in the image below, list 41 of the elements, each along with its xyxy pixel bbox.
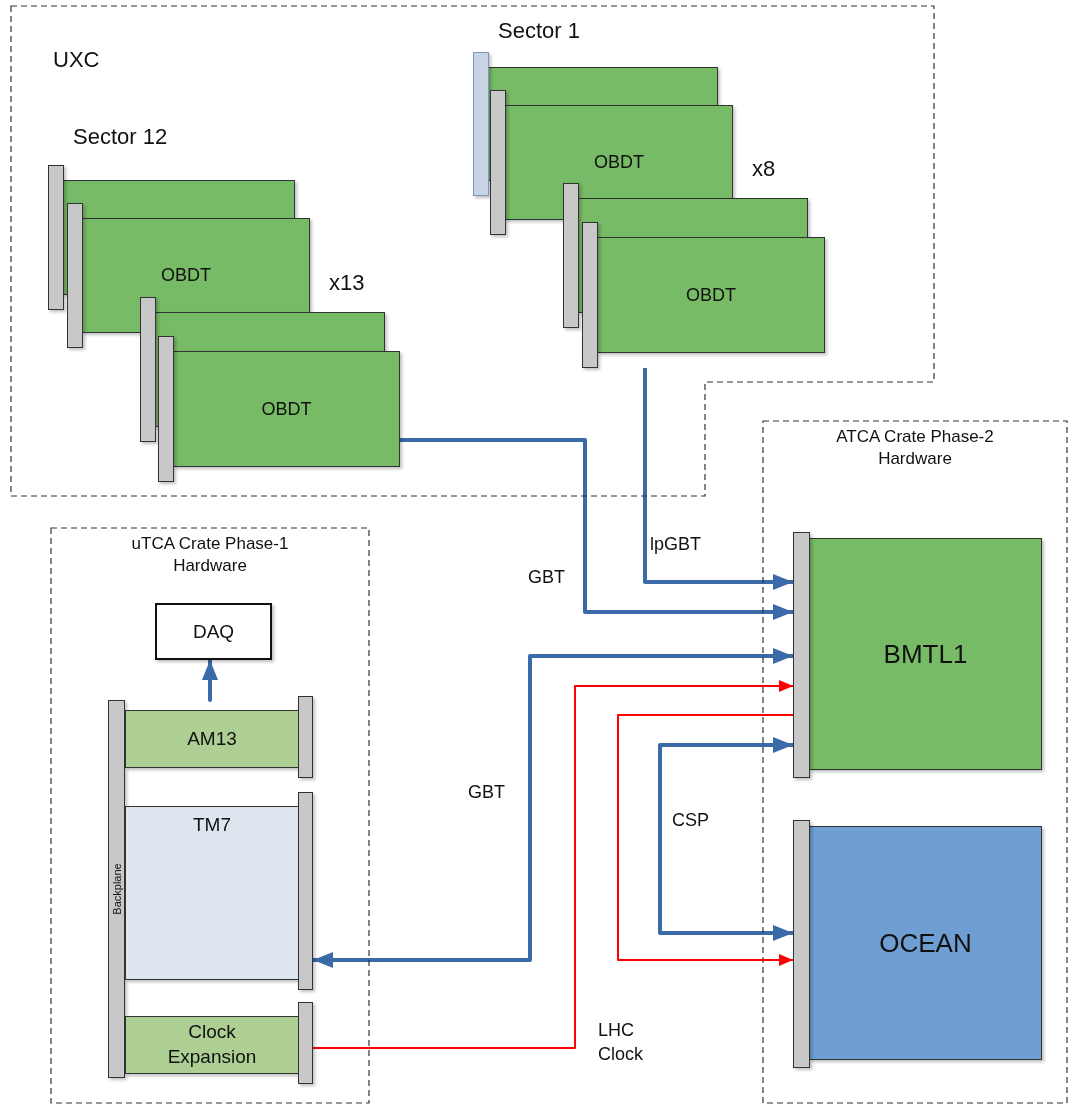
- dashed-region: [762, 420, 1068, 1104]
- circuit-board: [582, 222, 825, 368]
- edge-label: CSP: [672, 809, 710, 832]
- box-label: DAQ: [192, 620, 235, 643]
- board-label: TM7: [192, 813, 232, 837]
- board-label: OCEAN: [879, 927, 972, 959]
- board-label: OBDT: [161, 265, 211, 286]
- region-title: UXC: [53, 46, 100, 74]
- board-label: AM13: [186, 726, 238, 751]
- text-label: x13: [329, 270, 365, 296]
- text-label: x8: [752, 156, 776, 182]
- text-label: Sector 12: [73, 124, 168, 150]
- backplane-label: Backplane: [110, 863, 123, 915]
- board-label: Clock Expansion: [166, 1020, 258, 1069]
- board-module: [793, 532, 1042, 778]
- arrow: [617, 714, 794, 966]
- board-label: BMTL1: [883, 638, 968, 670]
- board-module: [793, 820, 1042, 1068]
- arrow: [400, 438, 793, 620]
- edge-label: LHC Clock: [598, 1019, 644, 1067]
- board-module: [125, 696, 313, 778]
- region-title: ATCA Crate Phase-2 Hardware: [835, 426, 995, 471]
- board-module: [125, 792, 313, 990]
- process-box: [155, 603, 272, 660]
- circuit-board: [158, 336, 400, 482]
- text-label: Sector 1: [498, 18, 580, 44]
- edge-label: GBT: [468, 781, 506, 804]
- edge-label: GBT: [528, 566, 566, 589]
- board-module: [125, 1002, 313, 1084]
- board-label: OBDT: [261, 398, 312, 420]
- dashed-region: [50, 527, 370, 1104]
- region-title: uTCA Crate Phase-1 Hardware: [130, 533, 290, 578]
- arrow: [313, 648, 793, 968]
- board-label: OBDT: [594, 152, 644, 173]
- arrow: [658, 737, 793, 941]
- backplane-bar: [108, 700, 125, 1078]
- board-label: OBDT: [686, 284, 736, 306]
- arrow: [202, 660, 218, 702]
- arrow: [643, 368, 793, 590]
- edge-label: lpGBT: [650, 533, 702, 556]
- arrow: [312, 680, 794, 1049]
